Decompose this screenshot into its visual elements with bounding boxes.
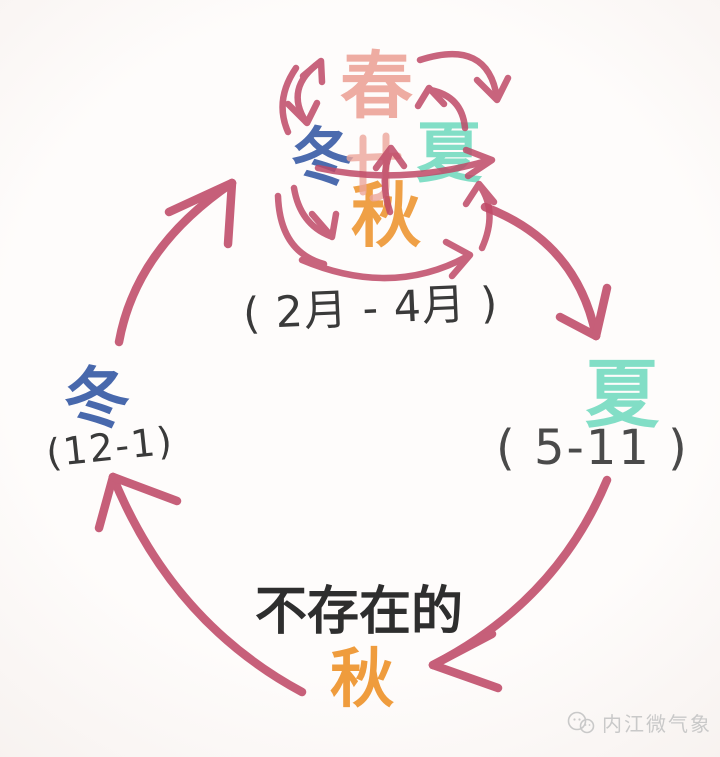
autumn-nonexistent-caption: 不存在的 xyxy=(255,582,464,642)
watermark-text: 内江微气象 xyxy=(602,712,712,736)
summer-node-period: ( 5-11 ) xyxy=(496,420,689,476)
cluster-autumn-label: 秋 xyxy=(351,175,421,257)
wechat-logo-icon xyxy=(567,711,595,733)
autumn-node-label: 秋 xyxy=(330,643,394,717)
cluster-period-label: ( 2月 - 4月 ) xyxy=(242,278,500,340)
arrow-cluster-to-summer xyxy=(480,202,612,341)
winter-node-period: (12-1) xyxy=(44,418,176,476)
cluster-winter-label: 冬 xyxy=(291,121,354,194)
winter-node-label: 冬 xyxy=(64,360,130,437)
cluster-summer-label: 夏 xyxy=(416,115,482,192)
watermark: 内江微气象 xyxy=(566,708,712,737)
arrow-winter-to-cluster xyxy=(114,178,237,347)
cluster-spring-label: 春 xyxy=(340,44,413,129)
summer-node-label: 夏 xyxy=(585,352,659,438)
